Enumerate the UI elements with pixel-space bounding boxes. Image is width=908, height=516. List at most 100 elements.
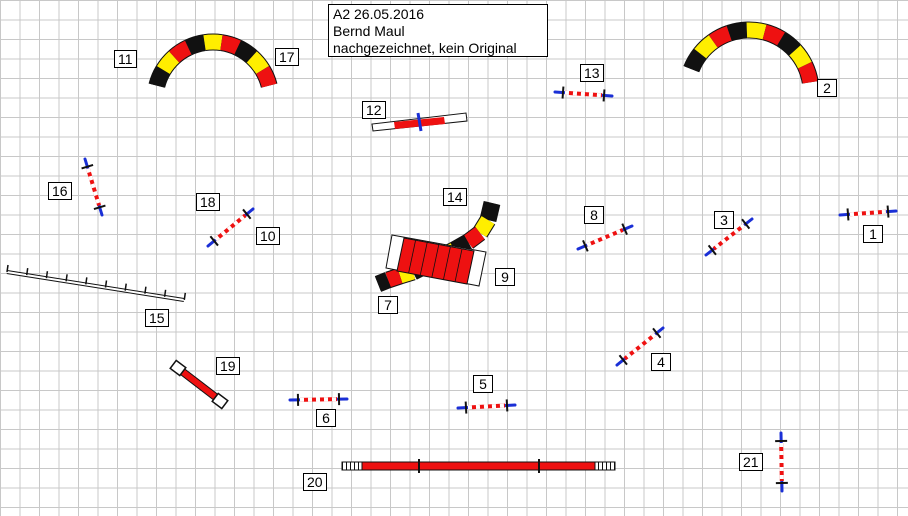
hurdle-13-pole-stripes bbox=[564, 90, 603, 98]
hurdle-8-pole-stripes bbox=[586, 228, 624, 247]
label-obstacle-16: 16 bbox=[48, 182, 72, 200]
obstacle-15-post-0 bbox=[6, 264, 9, 273]
label-obstacle-21: 21 bbox=[739, 453, 763, 471]
hurdle-8-wing-1 bbox=[582, 239, 589, 252]
tunnel-11-17-segment-1 bbox=[156, 51, 180, 75]
obstacle-15-post-9 bbox=[183, 292, 187, 301]
label-obstacle-1: 1 bbox=[863, 225, 883, 243]
label-obstacle-20: 20 bbox=[303, 473, 327, 491]
hurdle-16-wing-1 bbox=[81, 163, 94, 170]
obstacle-15-post-3 bbox=[65, 274, 68, 282]
hurdle-3-wing-2 bbox=[707, 244, 717, 256]
hurdle-13-wing-2 bbox=[602, 89, 606, 102]
hurdle-1-wing-2 bbox=[886, 205, 890, 218]
hurdle-4-wing-1 bbox=[652, 327, 662, 339]
obstacle-9-slat-1 bbox=[408, 240, 416, 274]
label-obstacle-15: 15 bbox=[145, 309, 169, 327]
tunnel-11-17-segment-8 bbox=[256, 66, 277, 88]
hurdle-5 bbox=[456, 399, 517, 414]
hurdle-10-pole-stripes bbox=[214, 213, 247, 242]
hurdle-10-wing-1 bbox=[209, 235, 219, 247]
obstacle-15-post-8 bbox=[163, 289, 167, 297]
hurdle-1 bbox=[838, 205, 898, 221]
hurdle-4-wing-2 bbox=[618, 354, 628, 366]
obstacle-12 bbox=[371, 112, 468, 132]
hurdle-4 bbox=[615, 326, 665, 367]
label-obstacle-10: 10 bbox=[256, 227, 280, 245]
hurdle-10-wing-2 bbox=[242, 208, 252, 220]
hurdle-6-pole-stripes bbox=[299, 397, 338, 402]
label-obstacle-6: 6 bbox=[316, 409, 336, 427]
hurdle-3-wing-1 bbox=[741, 218, 751, 230]
obstacle-19-end-2 bbox=[211, 392, 229, 410]
tunnel-11-17-segment-7 bbox=[246, 51, 270, 75]
hurdle-4-pole-stripes bbox=[623, 332, 657, 361]
course-author: Bernd Maul bbox=[333, 23, 405, 39]
hurdle-5-wing-2 bbox=[505, 399, 509, 412]
obstacle-20-contact bbox=[361, 461, 596, 471]
obstacle-9-slat-3 bbox=[431, 244, 440, 278]
hurdle-21-pole-stripes bbox=[779, 442, 784, 482]
tunnel-2-segment-0 bbox=[684, 49, 707, 73]
obstacle-9 bbox=[385, 234, 487, 287]
course-note: nachgezeichnet, kein Original bbox=[333, 40, 517, 56]
label-obstacle-13: 13 bbox=[580, 64, 604, 82]
hurdle-21 bbox=[775, 431, 788, 493]
hurdle-5-wing-1 bbox=[464, 401, 468, 414]
obstacle-15-post-4 bbox=[85, 277, 88, 285]
hurdle-1-wing-1 bbox=[846, 208, 850, 221]
tunnel-11-17-segment-2 bbox=[169, 40, 192, 63]
obstacle-15-rail-inner bbox=[6, 271, 185, 301]
tunnel-14-7-segment-1 bbox=[473, 216, 495, 237]
hurdle-13-wing-1 bbox=[561, 86, 565, 99]
obstacle-15 bbox=[6, 264, 187, 302]
obstacle-15-post-1 bbox=[25, 267, 29, 276]
label-obstacle-2: 2 bbox=[817, 79, 837, 97]
obstacle-9-slat-4 bbox=[443, 246, 451, 280]
tunnel-2-segment-4 bbox=[746, 22, 767, 40]
tunnel-14-7-segment-8 bbox=[385, 268, 403, 288]
tunnel-11-17-segment-0 bbox=[149, 66, 170, 88]
obstacle-19-body bbox=[177, 366, 224, 405]
label-obstacle-19: 19 bbox=[216, 357, 240, 375]
label-obstacle-9: 9 bbox=[495, 268, 515, 286]
hurdle-8-wing-2 bbox=[621, 223, 628, 236]
obstacle-9-slat-2 bbox=[419, 242, 428, 276]
obstacle-15-post-2 bbox=[45, 271, 49, 279]
tunnel-11-17 bbox=[148, 33, 278, 88]
hurdle-3-pole-stripes bbox=[712, 223, 746, 251]
obstacle-12-marker bbox=[416, 112, 423, 132]
hurdle-1-pole-stripes bbox=[849, 209, 887, 217]
tunnel-2-segment-1 bbox=[694, 35, 718, 59]
obstacle-19-end-1 bbox=[169, 359, 187, 377]
obstacle-9-slat-5 bbox=[454, 248, 463, 283]
tunnel-2-segment-5 bbox=[762, 24, 786, 46]
hurdle-3 bbox=[704, 217, 754, 257]
hurdle-16 bbox=[81, 157, 106, 217]
label-obstacle-18: 18 bbox=[196, 193, 220, 211]
tunnel-14-7-segment-9 bbox=[375, 273, 391, 291]
label-obstacle-3: 3 bbox=[714, 211, 734, 229]
label-obstacle-12: 12 bbox=[362, 101, 386, 119]
label-obstacle-14: 14 bbox=[443, 188, 467, 206]
label-obstacle-17: 17 bbox=[275, 48, 299, 66]
hurdle-16-pole-stripes bbox=[85, 167, 102, 207]
tunnel-11-17-segment-6 bbox=[234, 40, 257, 63]
obstacle-20 bbox=[341, 459, 616, 473]
hurdle-13 bbox=[553, 86, 614, 102]
tunnel-2-segment-3 bbox=[726, 22, 748, 41]
obstacle-19 bbox=[169, 359, 229, 410]
tunnel-11-17-segment-3 bbox=[185, 35, 206, 55]
hurdle-6 bbox=[288, 393, 349, 406]
obstacle-15-post-7 bbox=[144, 286, 147, 294]
label-obstacle-8: 8 bbox=[584, 206, 604, 224]
obstacle-15-post-6 bbox=[124, 283, 127, 291]
tunnel-2-segment-8 bbox=[798, 61, 818, 84]
label-obstacle-4: 4 bbox=[651, 353, 671, 371]
course-title: A2 26.05.2016 bbox=[333, 6, 425, 22]
tunnel-14-7-segment-0 bbox=[480, 201, 500, 222]
obstacle-15-post-5 bbox=[104, 280, 108, 288]
label-obstacle-11: 11 bbox=[114, 50, 137, 68]
tunnel-2-segment-6 bbox=[777, 32, 801, 56]
